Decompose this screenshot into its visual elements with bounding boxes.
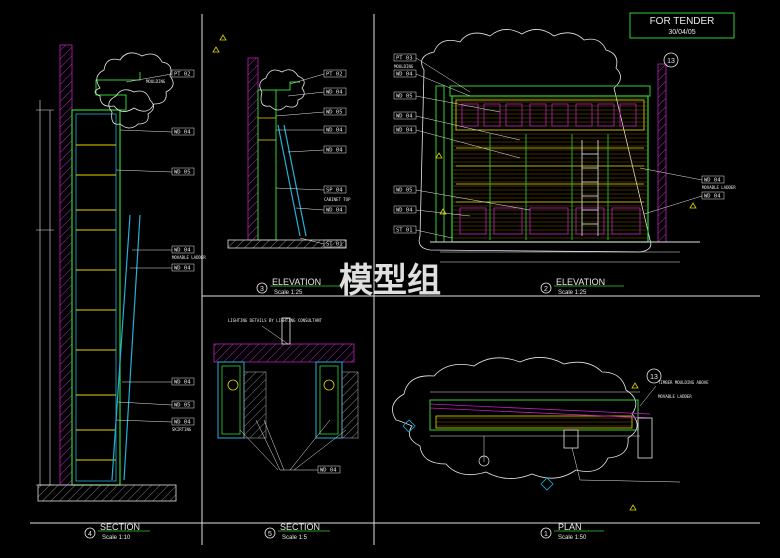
s3-tag-5: SP 04 — [326, 188, 343, 194]
svg-text:1: 1 — [544, 531, 548, 538]
stamp-date: 30/04/05 — [668, 29, 695, 36]
wall-hatch — [59, 44, 73, 486]
e2-grid-marker: 13 — [667, 58, 675, 65]
s3-tag-6: WD 04 — [326, 208, 343, 214]
s3-tag-4: WD 04 — [326, 148, 343, 154]
s3-tag-2: WD 05 — [326, 110, 343, 116]
e2-tag-4: WD 04 — [396, 128, 413, 134]
s4-note-ladder: MOVABLE LADDER — [172, 255, 206, 260]
e2-tag-7: ST 01 — [396, 228, 413, 234]
title-elevation-2: ELEVATION — [556, 277, 605, 287]
svg-text:4: 4 — [88, 531, 92, 538]
svg-text:2: 2 — [544, 286, 548, 293]
s4-tag-1: WD 04 — [174, 130, 191, 136]
e2-tag-0: PT 03 — [396, 56, 413, 62]
scale-section-4: Scale 1:10 — [102, 535, 131, 541]
e2-tag-r1: WD 04 — [704, 194, 721, 200]
title-section-4: SECTION — [100, 522, 140, 532]
plan-grid-marker: 13 — [650, 374, 658, 381]
e2-tag-3: WD 04 — [396, 114, 413, 120]
view-title-elevation-3: 3 ELEVATION Scale 1:25 — [256, 277, 340, 296]
e2-tag-5: WD 05 — [396, 188, 413, 194]
e2-note-moulding: MOULDING — [394, 64, 414, 69]
plan-note-ladder: MOVABLE LADDER — [658, 394, 692, 399]
plan-note-timber: TIMBER MOULDING ABOVE — [658, 380, 709, 385]
s3-tag-0: PT 02 — [326, 72, 343, 78]
view-title-section-4: 4 SECTION Scale 1:10 — [84, 522, 150, 541]
plan-1-view: 13 TIMBER MOULDING ABOVE MOVABLE LADDER — [392, 357, 709, 511]
scale-plan-1: Scale 1:50 — [558, 535, 587, 541]
s4-tag-5: WD 04 — [174, 380, 191, 386]
section-4-view: PT 02 WD 04 WD 05 WD 04 WD 04 WD 04 WD 0… — [36, 44, 206, 502]
e2-tag-r0: WD 04 — [704, 178, 721, 184]
s4-note-moulding: MOULDING — [146, 79, 166, 84]
s3-tag-7: ST 01 — [326, 242, 343, 248]
e2-note-ladder: MOVABLE LADDER — [702, 185, 736, 190]
e2-tag-6: WD 04 — [396, 208, 413, 214]
sheet-frame — [30, 14, 760, 545]
title-section-5: SECTION — [280, 522, 320, 532]
elevation-2-view: 13 PT 03 WD 04 WD 05 WD 04 WD 04 — [393, 29, 736, 263]
scale-section-5: Scale 1:5 — [282, 535, 308, 541]
stamp-title: FOR TENDER — [650, 16, 715, 27]
scale-elevation-3: Scale 1:25 — [274, 290, 303, 296]
svg-text:3: 3 — [260, 286, 264, 293]
s5-note-lighting: LIGHTING DETAILS BY LIGHTING CONSULTANT — [228, 318, 323, 323]
e2-tag-2: WD 05 — [396, 94, 413, 100]
s4-note-skirting: SKIRTING — [172, 427, 192, 432]
svg-text:5: 5 — [268, 531, 272, 538]
view-title-section-5: 5 SECTION Scale 1:5 — [264, 522, 330, 541]
s4-tag-6: WD 05 — [174, 403, 191, 409]
s4-tag-0: PT 02 — [174, 72, 191, 78]
section-5-view: WD 04 LIGHTING DETAILS BY LIGHTING CONSU… — [213, 317, 359, 474]
scale-elevation-2: Scale 1:25 — [558, 290, 587, 296]
e2-tag-1: WD 04 — [396, 72, 413, 78]
s4-tag-4: WD 04 — [174, 266, 191, 272]
title-elevation-3: ELEVATION — [272, 277, 321, 287]
s4-tag-3: WD 04 — [174, 248, 191, 254]
view-title-plan-1: 1 PLAN Scale 1:50 — [540, 522, 604, 541]
s3-note-cabinet-top: CABINET TOP — [324, 197, 351, 202]
s3-tag-1: WD 04 — [326, 90, 343, 96]
s3-tag-3: WD 04 — [326, 128, 343, 134]
s4-tag-2: WD 05 — [174, 170, 191, 176]
tender-stamp: FOR TENDER 30/04/05 — [629, 12, 735, 39]
s4-tag-7: WD 04 — [174, 420, 191, 426]
watermark: 模型组 — [339, 262, 441, 300]
title-plan-1: PLAN — [558, 522, 582, 532]
s5-tag-0: WD 04 — [320, 468, 337, 474]
view-title-elevation-2: 2 ELEVATION Scale 1:25 — [540, 277, 624, 296]
elevation-3-view: PT 02 WD 04 WD 05 WD 04 WD 04 SP 04 WD 0… — [212, 34, 351, 249]
